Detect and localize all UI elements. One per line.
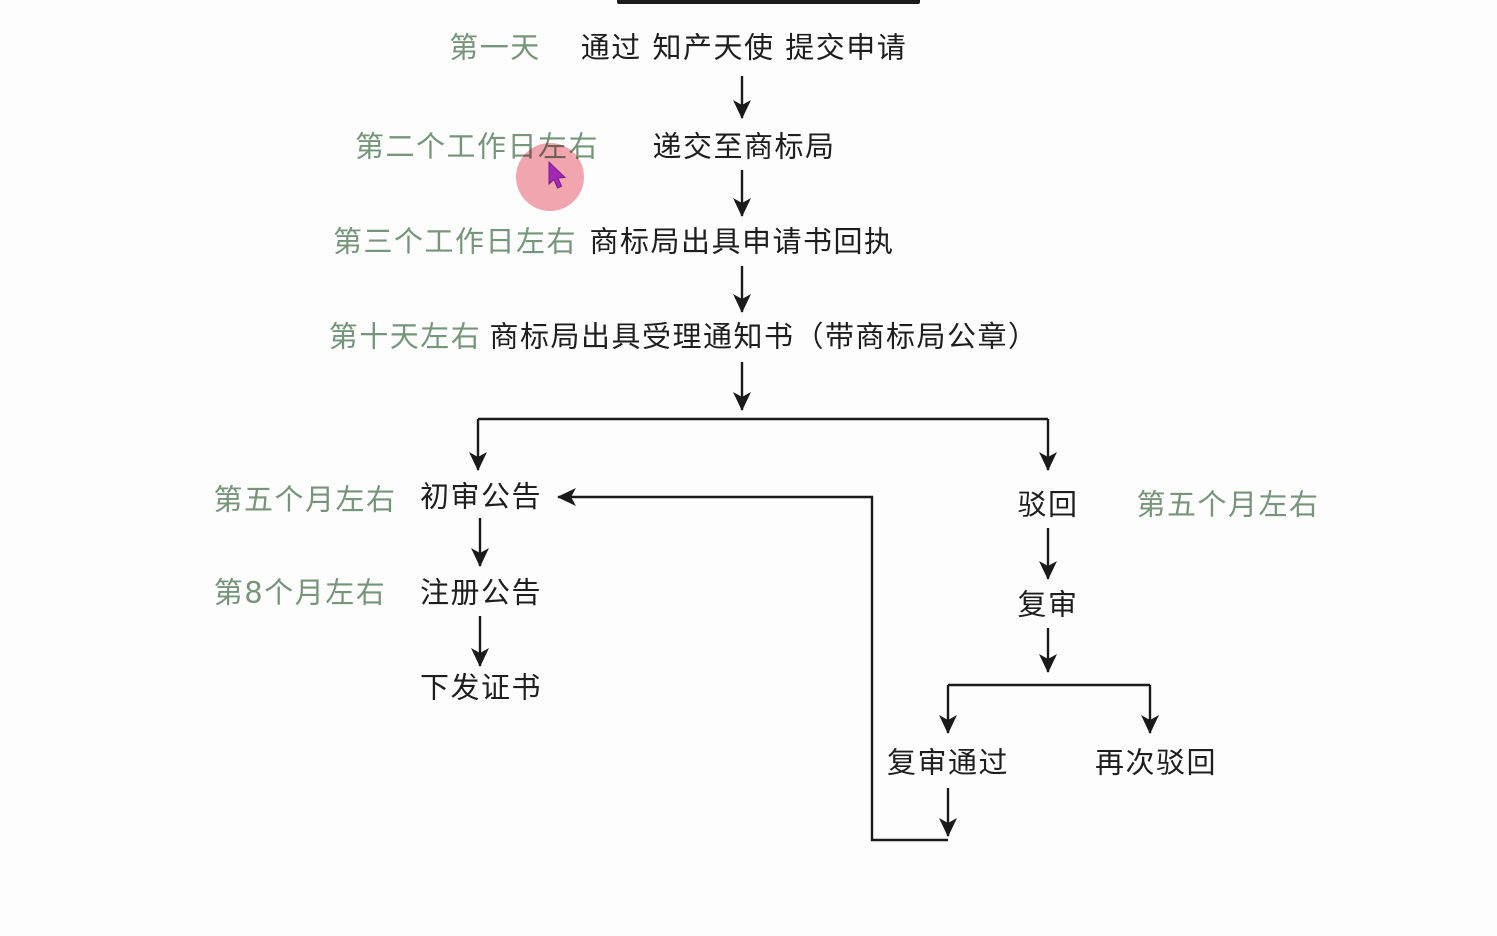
node-submit-application: 通过 知产天使 提交申请	[580, 30, 908, 65]
node-deliver-to-trademark-office: 递交至商标局	[652, 129, 836, 164]
mouse-cursor-icon	[548, 160, 567, 189]
node-rejection: 驳回	[1017, 487, 1079, 522]
node-certificate-issued: 下发证书	[419, 670, 543, 705]
feedback-line-to-preliminary	[557, 488, 948, 842]
node-acceptance-notice: 商标局出具受理通知书（带商标局公章）	[489, 319, 1039, 354]
timeline-day-10: 第十天左右	[328, 319, 482, 354]
timeline-month-8: 第8个月左右	[213, 575, 387, 610]
node-review-passed: 复审通过	[886, 745, 1010, 780]
node-preliminary-publication: 初审公告	[419, 479, 543, 514]
node-registration-publication: 注册公告	[419, 575, 543, 610]
node-application-receipt: 商标局出具申请书回执	[589, 224, 895, 259]
timeline-month-5-right: 第五个月左右	[1136, 487, 1320, 522]
node-review: 复审	[1017, 587, 1079, 622]
timeline-workday-3: 第三个工作日左右	[332, 224, 578, 259]
top-banner-remnant	[617, 0, 920, 4]
timeline-day-1: 第一天	[449, 30, 541, 65]
timeline-month-5-left: 第五个月左右	[213, 482, 397, 517]
node-rejected-again: 再次驳回	[1094, 745, 1218, 780]
